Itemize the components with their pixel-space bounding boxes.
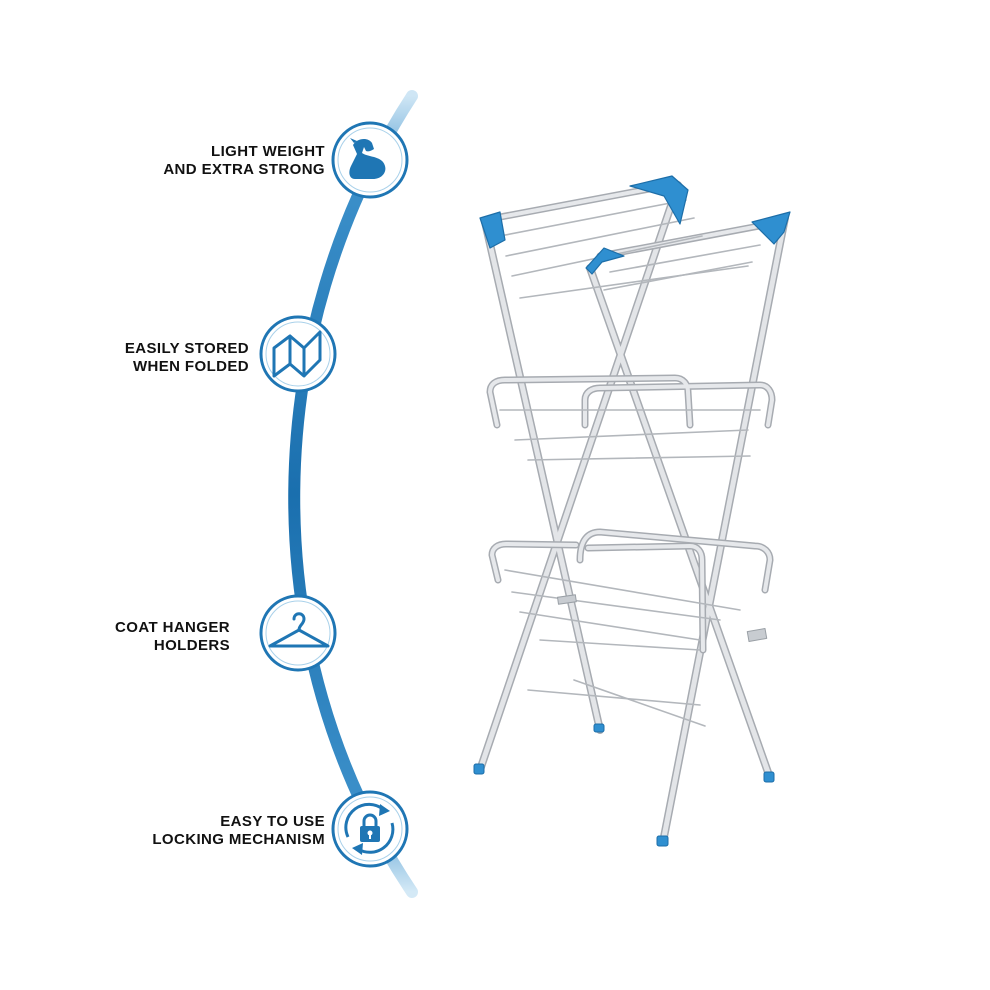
feature-storage-label: EASILY STORED WHEN FOLDED [125,340,249,376]
badge-strength [331,121,409,199]
feature-strength-line-2: AND EXTRA STRONG [163,161,325,178]
feature-locking-line-1: EASY TO USE [220,813,325,830]
feature-storage-line-1: EASILY STORED [124,340,249,357]
coat-hanger-icon [268,612,330,648]
feature-locking-label: EASY TO USE LOCKING MECHANISM [152,813,325,849]
badge-hanger [259,594,337,672]
folding-panels-icon [272,330,322,378]
badge-storage [259,315,337,393]
timeline-arc [288,90,418,898]
feature-hanger-line-2: HOLDERS [153,637,230,654]
feature-strength-label: LIGHT WEIGHT AND EXTRA STRONG [163,143,325,179]
feature-strength-line-1: LIGHT WEIGHT [211,143,325,160]
clothes-airer-image [473,175,791,847]
lock-rotate-icon [344,802,395,855]
feature-hanger-label: COAT HANGER HOLDERS [115,619,230,655]
badge-locking [331,790,409,868]
feature-locking-line-2: LOCKING MECHANISM [152,831,325,848]
feature-hanger-line-1: COAT HANGER [115,619,230,636]
feature-storage-line-2: WHEN FOLDED [132,358,249,375]
flexed-arm-icon [349,138,386,179]
